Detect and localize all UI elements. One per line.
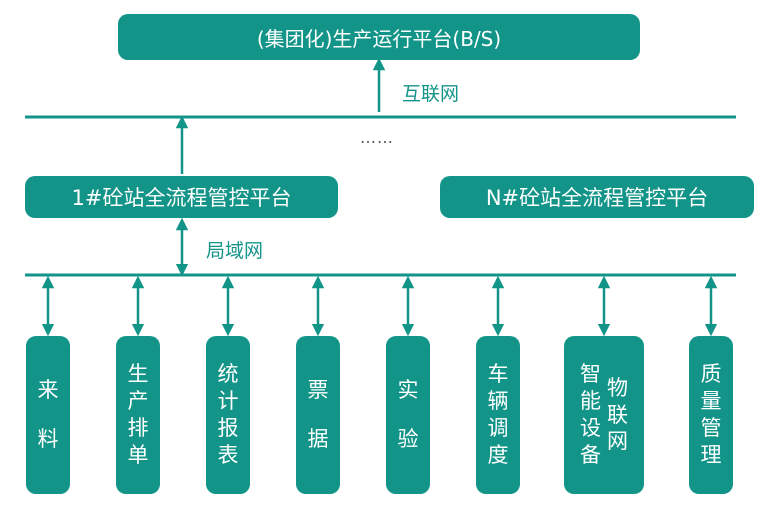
station-n-box: N#砼站全流程管控平台 bbox=[440, 176, 754, 218]
module-box: 票据 bbox=[296, 336, 340, 494]
module-char: 能 bbox=[580, 389, 601, 414]
module-char: 验 bbox=[397, 427, 419, 452]
module-char: 产 bbox=[127, 389, 149, 414]
module-char: 理 bbox=[700, 442, 722, 467]
module-char: 报 bbox=[217, 416, 239, 440]
ellipsis: …… bbox=[360, 128, 394, 147]
module-box: 车辆调度 bbox=[476, 336, 520, 494]
module-char: 统 bbox=[217, 362, 239, 387]
platform-title: (集团化)生产运行平台(B/S) bbox=[256, 26, 502, 51]
module-char: 料 bbox=[37, 427, 59, 452]
module-char: 车 bbox=[487, 362, 509, 387]
module-char: 度 bbox=[487, 442, 509, 467]
module-char: 联 bbox=[607, 402, 628, 427]
module-char: 来 bbox=[37, 378, 59, 403]
module-char: 设 bbox=[580, 416, 601, 440]
station-1-label: 1#砼站全流程管控平台 bbox=[71, 186, 292, 210]
module-char: 网 bbox=[607, 429, 628, 454]
module-char: 单 bbox=[127, 442, 149, 467]
module-box: 智能设备物联网 bbox=[564, 336, 644, 494]
module-box: 生产排单 bbox=[116, 336, 160, 494]
module-box: 质量管理 bbox=[689, 336, 733, 494]
module-column: 物联网 bbox=[607, 375, 628, 456]
station-1-box: 1#砼站全流程管控平台 bbox=[25, 176, 338, 218]
lan-label: 局域网 bbox=[206, 240, 264, 262]
module-char: 据 bbox=[307, 427, 329, 452]
module-arrows bbox=[41, 275, 718, 337]
module-box: 来料 bbox=[26, 336, 70, 494]
module-char: 调 bbox=[487, 416, 509, 440]
module-char: 质 bbox=[700, 362, 722, 387]
module-box: 统计报表 bbox=[206, 336, 250, 494]
module-char: 管 bbox=[700, 416, 722, 440]
module-char: 实 bbox=[397, 378, 419, 403]
module-char: 排 bbox=[127, 416, 149, 440]
module-char: 辆 bbox=[487, 389, 509, 414]
module-box: 实验 bbox=[386, 336, 430, 494]
internet-label: 互联网 bbox=[402, 83, 460, 105]
module-char: 智 bbox=[580, 362, 601, 387]
module-char: 生 bbox=[127, 362, 149, 387]
module-char: 备 bbox=[580, 442, 601, 467]
module-char: 票 bbox=[307, 378, 329, 403]
module-char: 物 bbox=[607, 375, 628, 400]
module-char: 量 bbox=[700, 389, 722, 414]
module-char: 计 bbox=[217, 389, 239, 414]
station-n-label: N#砼站全流程管控平台 bbox=[485, 186, 709, 210]
module-column: 智能设备 bbox=[580, 361, 601, 469]
module-char: 表 bbox=[217, 442, 239, 467]
platform-title-box: (集团化)生产运行平台(B/S) bbox=[118, 14, 640, 60]
